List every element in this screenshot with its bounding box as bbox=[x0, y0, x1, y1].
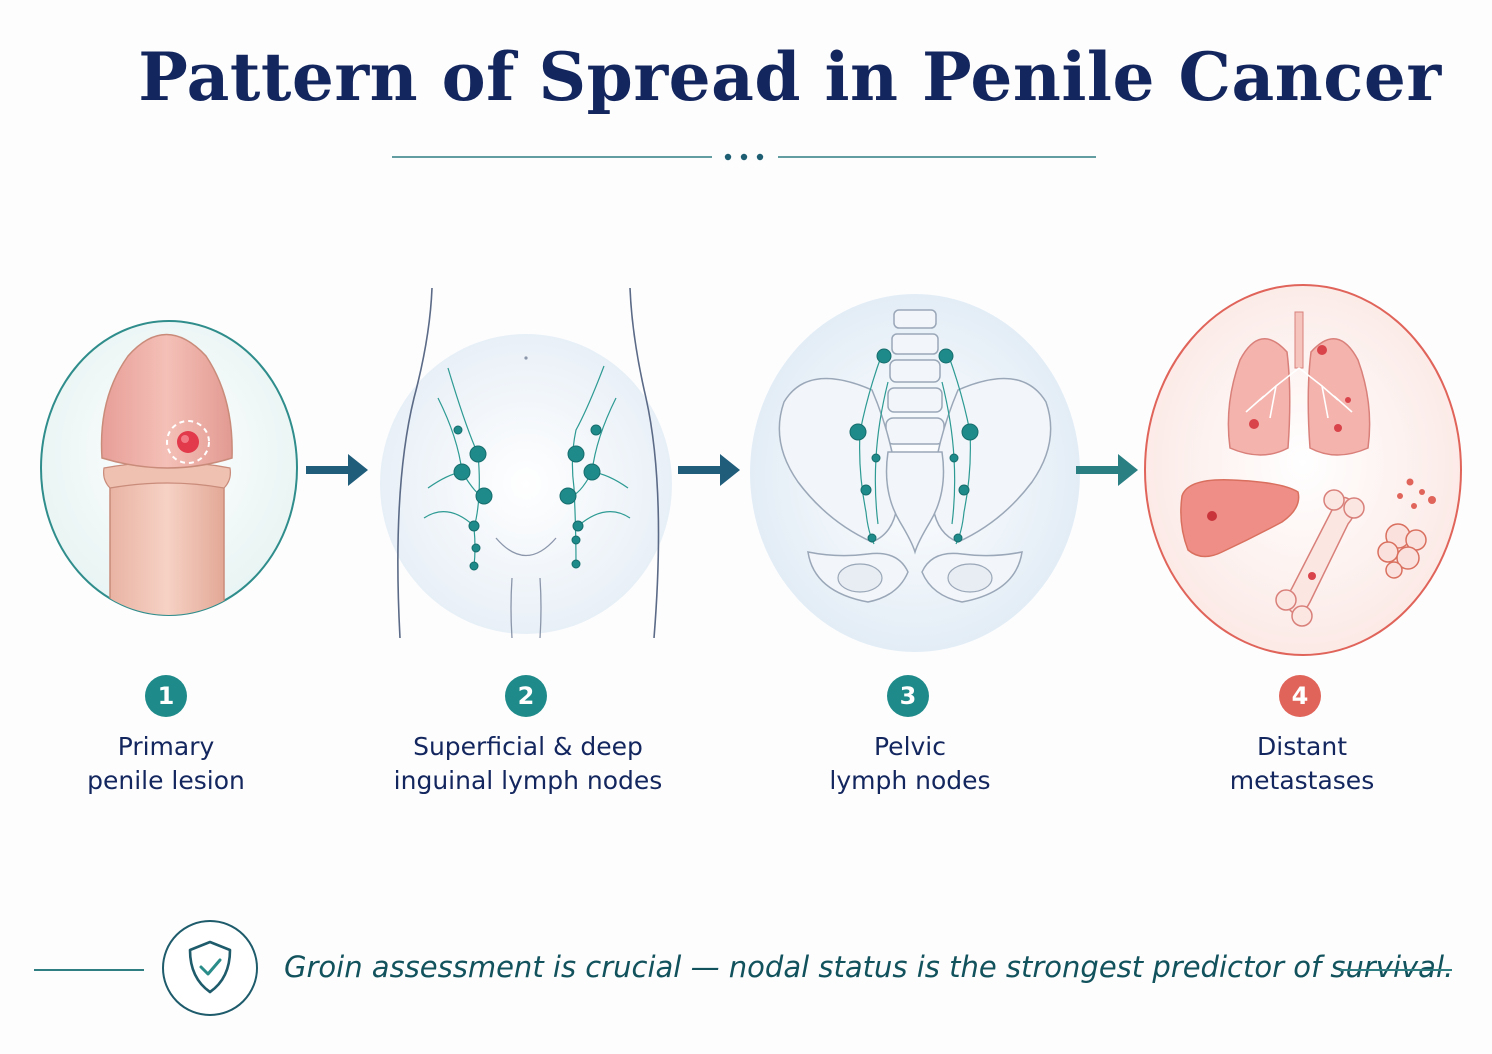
page-title: Pattern of Spread in Penile Cancer bbox=[0, 38, 1492, 116]
step-2-label: Superficial & deep inguinal lymph nodes bbox=[368, 730, 688, 798]
step-3-label: Pelvic lymph nodes bbox=[750, 730, 1070, 798]
pelvic-lymph-nodes-illustration bbox=[748, 292, 1082, 654]
arrow-right-icon bbox=[678, 452, 742, 488]
arrow-right-icon bbox=[306, 452, 370, 488]
step-2-label-line2: inguinal lymph nodes bbox=[368, 764, 688, 798]
step-2-label-line1: Superficial & deep bbox=[368, 730, 688, 764]
step-1-badge: 1 bbox=[145, 675, 187, 717]
step-3-badge: 3 bbox=[887, 675, 929, 717]
footer-message: Groin assessment is crucial — nodal stat… bbox=[284, 950, 1334, 984]
shield-check-icon bbox=[162, 920, 258, 1016]
step-4-badge: 4 bbox=[1279, 675, 1321, 717]
primary-lesion-illustration bbox=[38, 318, 300, 618]
distant-metastases-illustration bbox=[1142, 282, 1464, 658]
step-4-label: Distant metastases bbox=[1142, 730, 1462, 798]
footer-left-rule bbox=[34, 969, 144, 971]
step-3-label-line2: lymph nodes bbox=[750, 764, 1070, 798]
step-1-label-line1: Primary bbox=[6, 730, 326, 764]
step-2-badge: 2 bbox=[505, 675, 547, 717]
step-4-label-line2: metastases bbox=[1142, 764, 1462, 798]
step-4-label-line1: Distant bbox=[1142, 730, 1462, 764]
footer-right-rule bbox=[1340, 969, 1452, 971]
title-divider bbox=[392, 150, 1096, 164]
step-3-label-line1: Pelvic bbox=[750, 730, 1070, 764]
step-1-label: Primary penile lesion bbox=[6, 730, 326, 798]
step-1-label-line2: penile lesion bbox=[6, 764, 326, 798]
inguinal-lymph-nodes-illustration bbox=[378, 288, 674, 638]
arrow-right-icon bbox=[1076, 452, 1140, 488]
